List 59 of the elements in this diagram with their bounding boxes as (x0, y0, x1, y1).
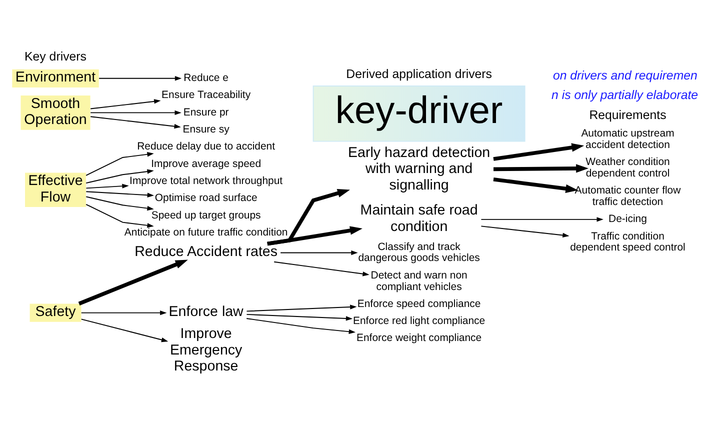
node-text: Optimise road surface (154, 193, 258, 204)
node-text: Automatic upstream accident detection (581, 128, 674, 151)
label: Derived application drivers (346, 66, 492, 81)
node-box: key-driver (312, 86, 526, 142)
arrow (480, 217, 604, 222)
arrow (78, 260, 188, 306)
node-box: Environment (12, 69, 99, 88)
node-box: Smooth Operation (20, 96, 90, 130)
node-text: Enforce weight compliance (356, 333, 482, 344)
node-text: Anticipate on future traffic condition (124, 227, 288, 238)
arrow (493, 143, 584, 161)
arrow (86, 184, 129, 189)
arrow (80, 310, 167, 316)
node-text: Improve Emergency Response (170, 326, 242, 374)
arrow (480, 226, 570, 238)
arrow (90, 110, 182, 116)
node-text: Speed up target groups (151, 210, 261, 222)
arrow (246, 304, 357, 312)
node-text: Reduce e (184, 73, 228, 84)
label: Requirements (589, 108, 666, 122)
node-text: Reduce Accident rates (134, 244, 278, 260)
node-text: Weather condition dependent control (586, 156, 670, 180)
node-text: Improve average speed (151, 158, 262, 170)
arrow (267, 226, 362, 246)
arrow (493, 177, 578, 193)
label: n is only partially elaborate (552, 88, 698, 102)
node-text: Classify and track dangerous goods vehicles (358, 242, 480, 264)
node-box: Safety (30, 304, 82, 322)
arrow (86, 169, 154, 184)
node-text: Reduce delay due to accident (137, 142, 276, 153)
arrow (86, 196, 154, 211)
arrow (86, 152, 154, 176)
arrow (90, 99, 161, 110)
node-box: Effective Flow (25, 172, 86, 208)
node-text: Ensure sy (182, 124, 230, 136)
node-text: Enforce speed compliance (357, 298, 481, 310)
arrow (246, 318, 356, 334)
node-text: Traffic condition dependent speed control (570, 231, 686, 254)
label: on drivers and requiremen (552, 68, 698, 83)
arrow (86, 204, 154, 228)
node-text: Enforce law (168, 304, 244, 320)
node-text: Early hazard detection with warning and signalling (348, 145, 490, 194)
arrow (274, 261, 370, 276)
arrow (98, 76, 182, 81)
node-text: Ensure Traceability (162, 90, 251, 102)
node-text: Enforce red light compliance (353, 316, 486, 328)
node-text: Automatic counter flow traffic detection (574, 186, 681, 208)
node-text: De-icing (608, 214, 647, 226)
arrow (493, 164, 588, 173)
arrow (86, 191, 154, 198)
arrow (280, 250, 358, 256)
node-text: Improve total network throughput (130, 176, 283, 187)
node-text: Detect and warn non compliant vehicles (370, 270, 468, 293)
node-text: Maintain safe road condition (360, 202, 478, 235)
node-text: Ensure pr (183, 107, 229, 118)
label: Key drivers (24, 50, 86, 64)
arrow (80, 318, 168, 342)
arrow (90, 116, 181, 129)
arrow (246, 314, 353, 321)
